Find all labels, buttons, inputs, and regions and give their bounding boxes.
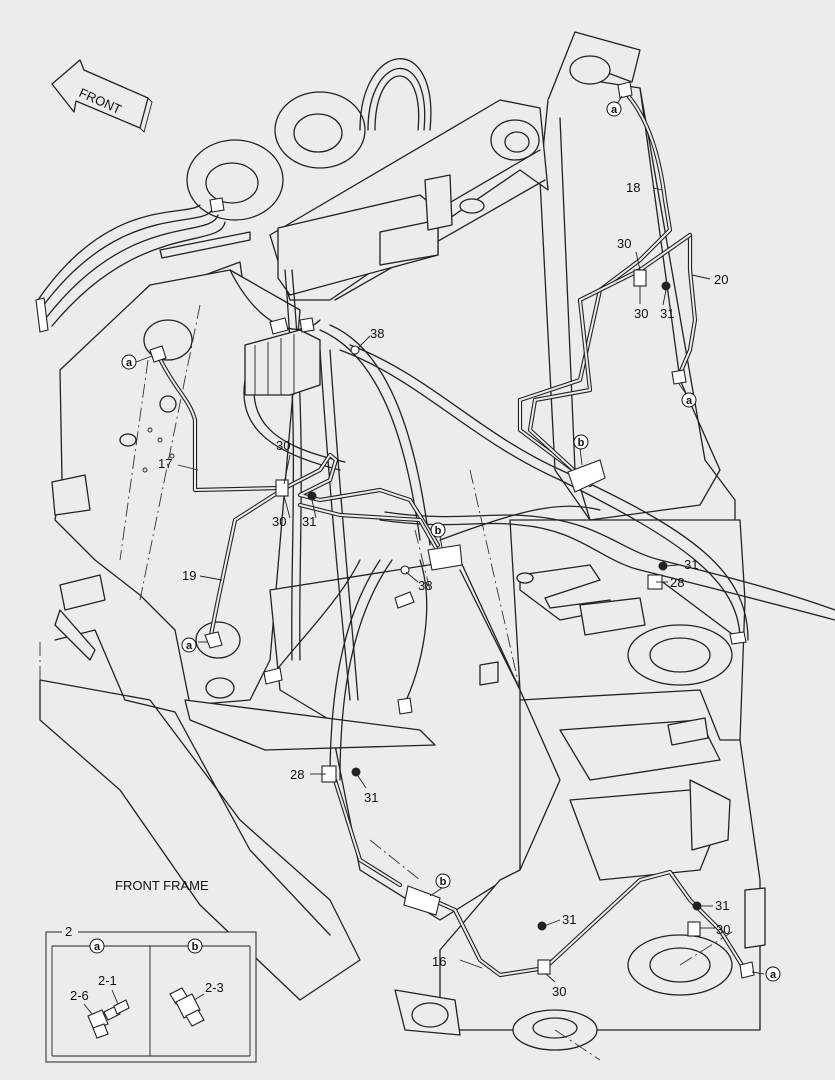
- callout-a: a: [121, 354, 137, 370]
- svg-text:a: a: [186, 640, 193, 652]
- elbow-fitting-icon: [87, 999, 130, 1039]
- callout-a: a: [181, 637, 197, 653]
- inset-col-a: a: [89, 938, 105, 954]
- part-label-30-a: 30: [276, 438, 290, 453]
- frame-structure: [39, 31, 766, 1061]
- part-label-28-right: 28: [670, 575, 684, 590]
- part-label-38-upper: 38: [370, 326, 384, 341]
- part-label-30-d: 30: [634, 306, 648, 321]
- callout-b: b: [435, 873, 451, 889]
- svg-text:b: b: [435, 525, 442, 537]
- part-label-19: 19: [182, 568, 196, 583]
- svg-text:a: a: [770, 969, 777, 981]
- leader-lines: [135, 95, 765, 983]
- frame-title: FRONT FRAME: [115, 878, 209, 893]
- part-label-20: 20: [714, 272, 728, 287]
- detail-callouts: a a a a a b b b: [121, 101, 781, 982]
- part-label-31-a: 31: [302, 514, 316, 529]
- inset-col-b: b: [187, 938, 203, 954]
- part-label-38-lower: 38: [418, 578, 432, 593]
- part-label-31-c: 31: [364, 790, 378, 805]
- part-label-30-c: 30: [617, 236, 631, 251]
- callout-a: a: [606, 101, 622, 117]
- callout-b: b: [430, 522, 446, 538]
- part-label-31-d: 31: [684, 557, 698, 572]
- part-label-18: 18: [626, 180, 640, 195]
- svg-text:b: b: [440, 876, 447, 888]
- part-label-17: 17: [158, 456, 172, 471]
- hydraulic-lines: [35, 81, 835, 979]
- inset-item-2-6: 2-6: [70, 988, 89, 1003]
- part-label-31-e: 31: [562, 912, 576, 927]
- fitting-detail-inset: 2 a b 2-1 2-6 2-3: [45, 922, 257, 1063]
- svg-text:a: a: [94, 941, 101, 953]
- part-label-30-b: 30: [272, 514, 286, 529]
- inset-item-2-1: 2-1: [98, 973, 117, 988]
- inset-ref-label: 2: [65, 924, 72, 939]
- callout-a: a: [765, 966, 781, 982]
- svg-text:a: a: [686, 395, 693, 407]
- part-label-31-b: 31: [660, 306, 674, 321]
- callout-b: b: [573, 434, 589, 450]
- part-label-28-lower: 28: [290, 767, 304, 782]
- callout-a: a: [681, 392, 697, 408]
- svg-text:a: a: [126, 357, 133, 369]
- svg-text:a: a: [611, 104, 618, 116]
- front-direction-arrow: FRONT: [51, 59, 153, 133]
- svg-text:b: b: [578, 437, 585, 449]
- part-label-30-f: 30: [716, 922, 730, 937]
- part-label-16: 16: [432, 954, 446, 969]
- part-label-30-e: 30: [552, 984, 566, 999]
- inset-item-2-3: 2-3: [205, 980, 224, 995]
- svg-text:b: b: [192, 941, 199, 953]
- union-fitting-icon: [169, 987, 205, 1027]
- part-label-31-f: 31: [715, 898, 729, 913]
- part-number-labels: 16 17 18 19 20 28 28 30 30 30 30 30 30 3…: [158, 180, 730, 999]
